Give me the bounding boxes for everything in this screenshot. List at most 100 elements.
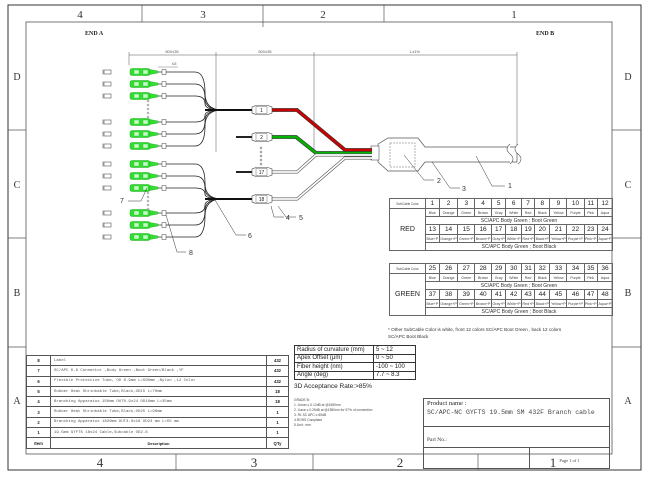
fiber-color: White+P <box>505 234 523 243</box>
fiber-color: Brown+P <box>474 234 492 243</box>
fiber-connector <box>102 68 167 76</box>
fiber-color: Blue <box>425 273 440 282</box>
fiber-color: Black+P <box>534 234 551 243</box>
row-label-left: A <box>13 396 21 407</box>
subcable-white-17 <box>272 154 372 173</box>
bom-description: 19.5mm GYFTS 18x24 Cable,Subcable OD2.8 <box>50 427 267 439</box>
connector-spec-note: SC/APC Body Green ; Boot Black <box>425 242 613 251</box>
fiber-connector <box>102 184 167 192</box>
col-label-bottom: 4 <box>97 455 104 470</box>
label-tag-icon <box>161 222 167 228</box>
end-b-label: END B <box>536 31 554 37</box>
fiber-color: Orange+P <box>438 299 459 308</box>
fiber-number: 6 <box>505 198 523 209</box>
grade-notes: GRADE B: 1. ILmax ≤ 0.12dB at @1550nm 2.… <box>294 398 373 427</box>
col-label-bottom: 2 <box>397 455 404 470</box>
dust-cap-icon <box>103 81 112 87</box>
bom-description: Label <box>50 354 267 367</box>
fiber-number: 47 <box>583 289 598 300</box>
fiber-color: White+P <box>505 299 523 308</box>
bom-item-number: 7 <box>26 365 51 377</box>
row-label-right: A <box>624 396 632 407</box>
branching-apparatus: 18 <box>251 194 273 204</box>
fiber-color: Aqua <box>596 208 614 217</box>
fiber-color: Purple <box>566 273 585 282</box>
fiber-number: 40 <box>474 289 492 300</box>
branching-apparatus: 1 <box>251 105 273 115</box>
svg-text:4.ROHS Compliant: 4.ROHS Compliant <box>294 418 322 422</box>
fiber-color: Gray <box>490 208 507 217</box>
fiber-color: Orange+P <box>438 234 459 243</box>
dust-cap-icon <box>103 119 112 125</box>
bom-item-number: 5 <box>26 385 51 398</box>
fiber-number: 44 <box>534 289 551 300</box>
label-tag-icon <box>161 93 167 99</box>
bom-header-cell: Description <box>50 437 267 449</box>
spec-label: Radius of curvature (mm) <box>294 345 374 355</box>
fiber-color: Pink <box>583 208 598 217</box>
bom-quantity: 18 <box>266 385 289 398</box>
callout-2: 2 <box>437 178 441 185</box>
dust-cap-icon <box>103 234 112 240</box>
fiber-number: 12 <box>596 198 614 209</box>
label-tag-icon <box>161 210 167 216</box>
fiber-number: 33 <box>549 263 568 274</box>
fiber-color: Pink <box>583 273 598 282</box>
fiber-color: Green+P <box>457 299 476 308</box>
col-label-bottom: 3 <box>251 455 258 470</box>
bom-quantity: 432 <box>266 354 289 367</box>
fiber-number: 19 <box>521 224 536 235</box>
spec-value: 5 ~ 12 <box>373 345 416 355</box>
subcable-red <box>272 108 372 152</box>
dust-cap-icon <box>103 143 112 149</box>
bom-header-cell: Item <box>26 437 51 449</box>
dimension-lines <box>128 52 518 152</box>
fiber-color: Yellow+P <box>549 234 568 243</box>
fiber-connector <box>102 160 167 168</box>
label-tag-icon <box>161 81 167 87</box>
bom-item-number: 6 <box>26 375 51 387</box>
fiber-number: 22 <box>566 224 585 235</box>
callout-leaders <box>128 154 505 253</box>
page-indicator: Page 1 of 1 <box>559 458 580 463</box>
fiber-number: 4 <box>474 198 492 209</box>
fiber-color: Yellow+P <box>549 299 568 308</box>
fiber-color: Orange <box>438 273 459 282</box>
fiber-color: Aqua+P <box>596 299 614 308</box>
acceptance-rate: 3D Acceptance Rate:>85% <box>294 383 372 390</box>
svg-text:5.Unit : mm: 5.Unit : mm <box>294 423 311 427</box>
label-tag-icon <box>161 143 167 149</box>
fiber-number: 21 <box>549 224 568 235</box>
dust-cap-icon <box>103 69 112 75</box>
callout-8: 8 <box>189 250 193 257</box>
dust-cap-icon <box>103 210 112 216</box>
fiber-color: Gray+P <box>490 234 507 243</box>
row-label-right: D <box>624 72 631 83</box>
fiber-color: Purple+P <box>566 299 585 308</box>
bom-description: Rubber Heat Shrinkable Tube,Black,OD15 L… <box>50 385 267 398</box>
bom-item-number: 2 <box>26 416 51 429</box>
fiber-number: 7 <box>521 198 536 209</box>
fiber-color: Aqua <box>596 273 614 282</box>
fiber-number: 30 <box>505 263 523 274</box>
fiber-number: 29 <box>490 263 507 274</box>
bom-description: Branching Apparatus 1820mm OUT3.0x18 OD2… <box>50 416 267 429</box>
col-label-top: 2 <box>320 9 326 21</box>
col-label-top: 4 <box>77 9 83 21</box>
spec-label: Fiber height (nm) <box>294 362 374 372</box>
fiber-color: Black+P <box>534 299 551 308</box>
callout-1: 1 <box>508 183 512 190</box>
end-a-label: END A <box>85 31 104 37</box>
fiber-number: 26 <box>438 263 459 274</box>
bom-item-number: 8 <box>26 354 51 367</box>
fiber-number: 41 <box>490 289 507 300</box>
